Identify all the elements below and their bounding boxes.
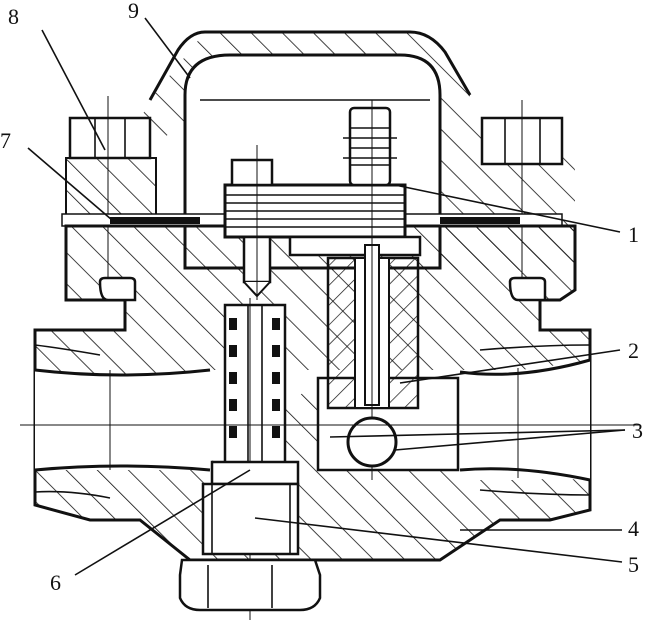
bimetal-stack — [223, 183, 422, 257]
left-stud — [230, 145, 274, 300]
strainer-tube — [223, 298, 287, 620]
label-3: 3 — [632, 418, 643, 443]
label-2: 2 — [628, 338, 639, 363]
left-bolt-head — [65, 96, 157, 300]
leader-lines — [27, 17, 626, 576]
label-1: 1 — [628, 222, 639, 247]
label-7: 7 — [0, 128, 11, 153]
label-5: 5 — [628, 552, 639, 577]
label-9: 9 — [128, 0, 139, 23]
bottom-plug — [178, 460, 322, 612]
adjusting-nut — [343, 106, 397, 187]
label-4: 4 — [628, 516, 639, 541]
ball-valve — [346, 416, 398, 468]
label-8: 8 — [8, 4, 19, 29]
valve-body — [33, 224, 592, 562]
label-6: 6 — [50, 570, 61, 595]
